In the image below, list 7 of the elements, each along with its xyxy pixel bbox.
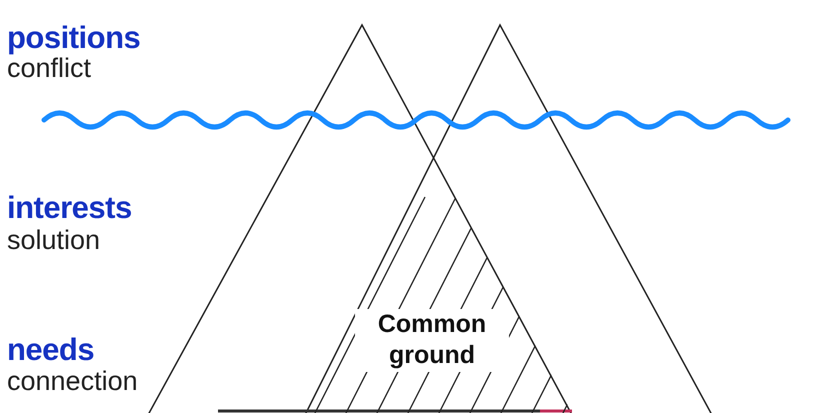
level-heading: needs — [7, 334, 94, 365]
level-description: solution — [7, 227, 100, 254]
level-description: conflict — [7, 55, 92, 82]
region-label: Common ground — [355, 309, 509, 372]
level-description: connection — [7, 368, 138, 395]
level-heading: interests — [7, 192, 132, 223]
level-heading: positions — [7, 22, 140, 53]
